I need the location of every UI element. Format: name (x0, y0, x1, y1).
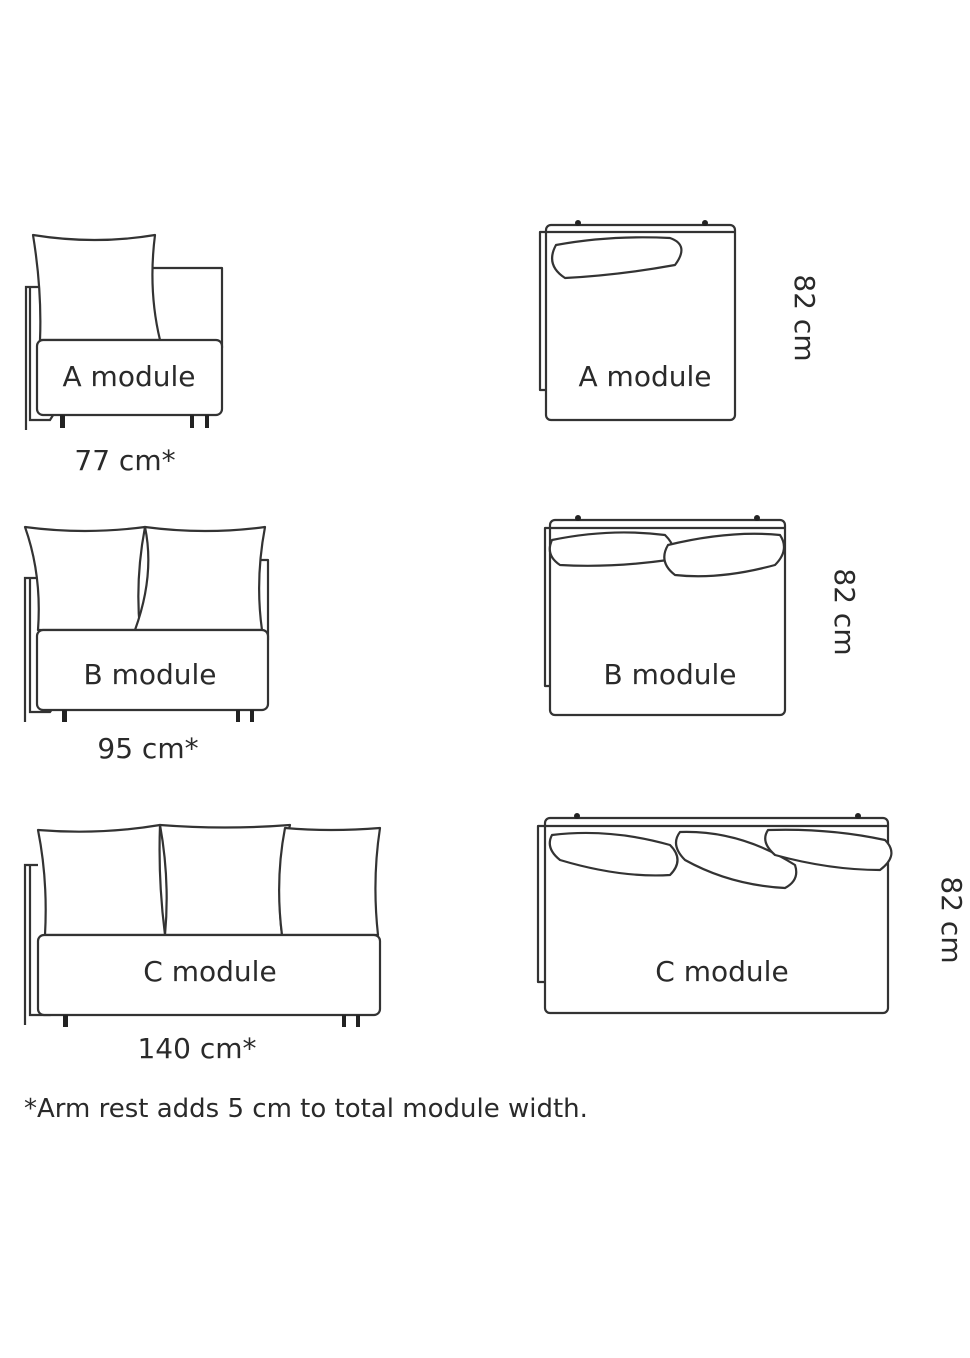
c-depth-dimension: 82 cm (935, 876, 968, 963)
b-width-dimension: 95 cm* (97, 732, 198, 765)
a-width-dimension: 77 cm* (74, 444, 175, 477)
a-top-label: A module (579, 360, 712, 393)
a-depth-dimension: 82 cm (788, 274, 821, 361)
b-depth-dimension: 82 cm (828, 568, 861, 655)
a-front-label: A module (63, 360, 196, 393)
b-top-label: B module (603, 658, 736, 691)
c-module-front-view: C module 140 cm* (23, 823, 382, 1065)
armrest-footnote: *Arm rest adds 5 cm to total module widt… (24, 1094, 588, 1124)
c-module-top-view: C module 82 cm (536, 813, 968, 1015)
a-module-top-view: A module 82 cm (538, 220, 821, 422)
c-top-label: C module (655, 955, 788, 988)
a-module-front-view: A module 77 cm* (24, 233, 224, 477)
b-module-top-view: B module 82 cm (543, 515, 861, 717)
c-width-dimension: 140 cm* (137, 1032, 256, 1065)
c-front-label: C module (143, 955, 276, 988)
b-front-label: B module (83, 658, 216, 691)
b-module-front-view: B module 95 cm* (23, 525, 270, 765)
